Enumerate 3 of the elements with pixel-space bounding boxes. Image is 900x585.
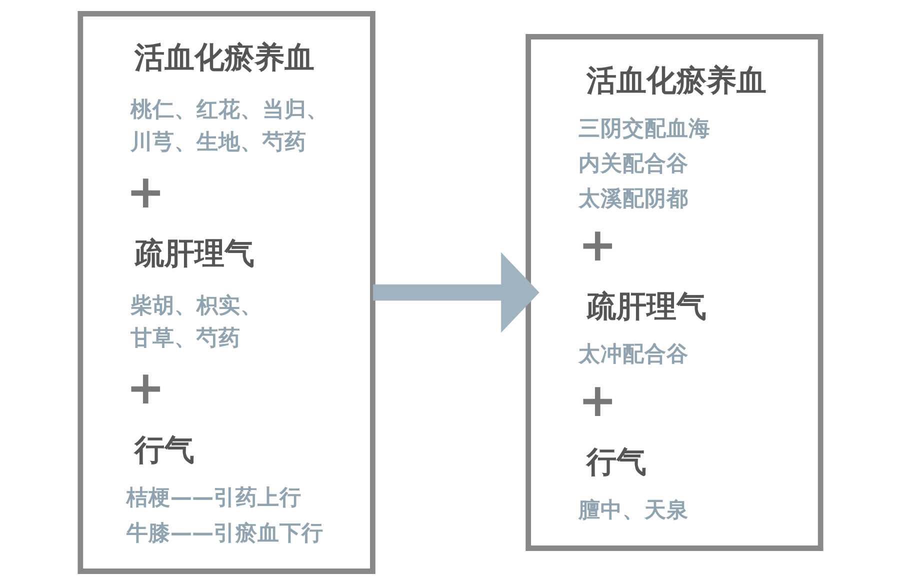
- arrow: [372, 252, 539, 333]
- node-box: 活血化瘀养血 桃仁、红花、当归、川芎、生地、芍药 + 疏肝理气 柴胡、枳实、甘草、芍药 + 行气 桔梗——引药上行 牛膝——引瘀血下行: [77, 11, 375, 574]
- node-box: 活血化瘀养血 三阴交配血海 内关配合谷 太溪配阴都 + 疏肝理气 太冲配合谷 + 行气 膻中、天泉: [525, 34, 823, 551]
